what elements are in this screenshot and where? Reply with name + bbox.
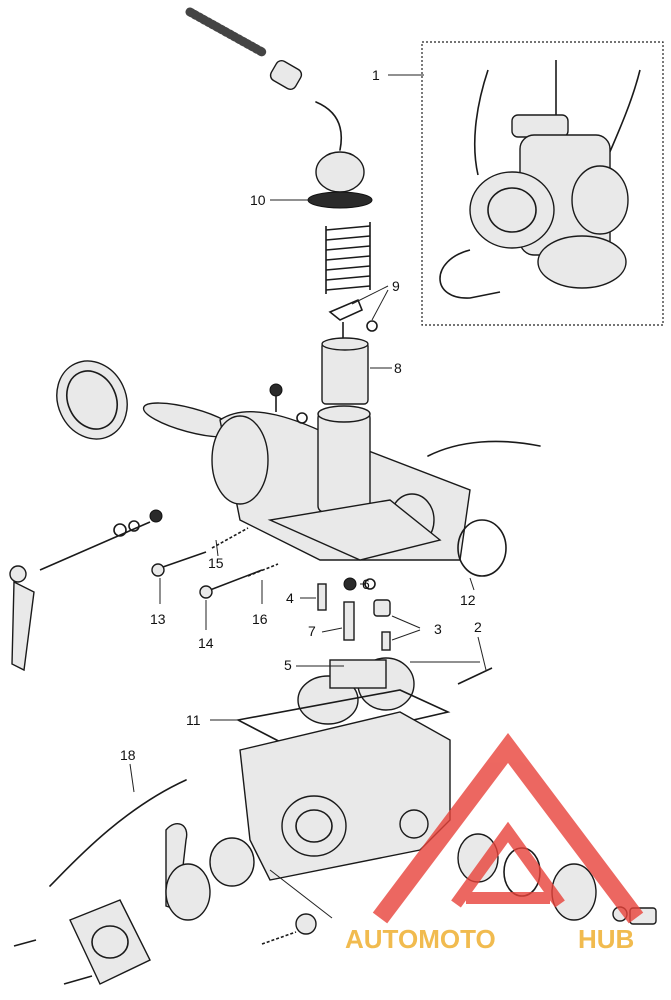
choke-parts [165,822,255,921]
inset-assembled-carburetor [421,41,664,326]
needle-clip [328,298,378,340]
callout-16: 16 [252,611,268,627]
watermark-triangle [372,733,644,924]
callout-15: 15 [208,555,224,571]
adjustment-screws [151,527,279,599]
top-hose-and-cap [185,7,373,209]
watermark-inner-triangle [451,821,565,908]
callout-2: 2 [474,619,482,635]
o-ring [457,519,507,577]
callout-3: 3 [434,621,442,637]
watermark-brand-part1: AUTOMOTO [345,924,496,954]
callout-9: 9 [392,278,400,294]
mounting-flange [13,899,151,985]
callout-10: 10 [250,192,266,208]
float-pin [457,667,493,685]
jets [317,577,391,671]
drain-hose [49,779,187,887]
drain-screw [261,913,317,945]
air-intake-cup [56,360,238,440]
callout-12: 12 [460,592,476,608]
callout-5: 5 [284,657,292,673]
throttle-spring [325,222,371,294]
watermark-brand-part2: HUB [578,924,634,954]
fuel-hose-right [427,440,541,457]
watermark-logo [372,733,644,924]
callout-11: 11 [186,712,201,728]
callout-6: 6 [362,576,370,592]
callout-13: 13 [150,611,166,627]
throttle-slide [321,337,369,405]
carburetor-body [211,383,471,561]
float-bowl [239,711,451,881]
callout-4: 4 [286,590,294,606]
callout-1: 1 [372,67,380,83]
throttle-linkage [9,509,163,672]
leader-lines [129,74,487,919]
callout-14: 14 [198,635,214,651]
callout-18: 18 [120,747,136,763]
float [297,657,415,725]
callout-7: 7 [308,623,316,639]
callout-labels: 1 2 3 4 5 6 7 8 9 10 11 12 13 14 15 16 1… [120,67,482,763]
float-bowl-gasket [235,689,451,749]
callout-8: 8 [394,360,402,376]
